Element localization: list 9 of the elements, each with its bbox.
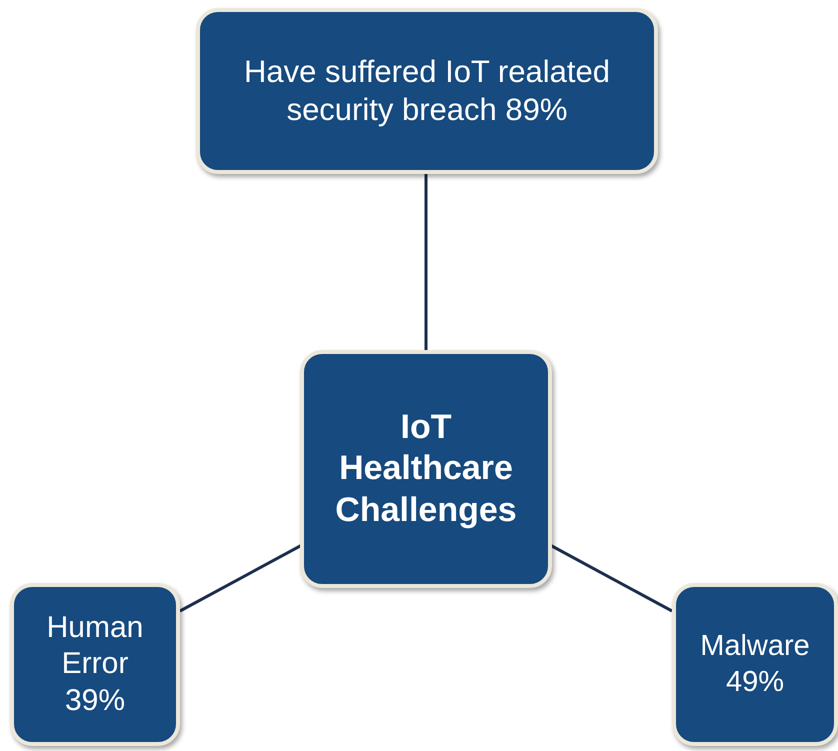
challenge-box [196, 8, 658, 174]
challenge-box [10, 583, 180, 746]
box-label: Human Error 39% [46, 610, 144, 719]
box-label: IoT Healthcare Challenges [334, 406, 518, 531]
box-label: Malware 49% [699, 629, 811, 700]
central-topic-box [300, 350, 552, 588]
challenge-box [672, 583, 838, 746]
connector-line [424, 174, 428, 350]
box-label: Have suffered IoT realated security breach 89% [243, 53, 611, 129]
